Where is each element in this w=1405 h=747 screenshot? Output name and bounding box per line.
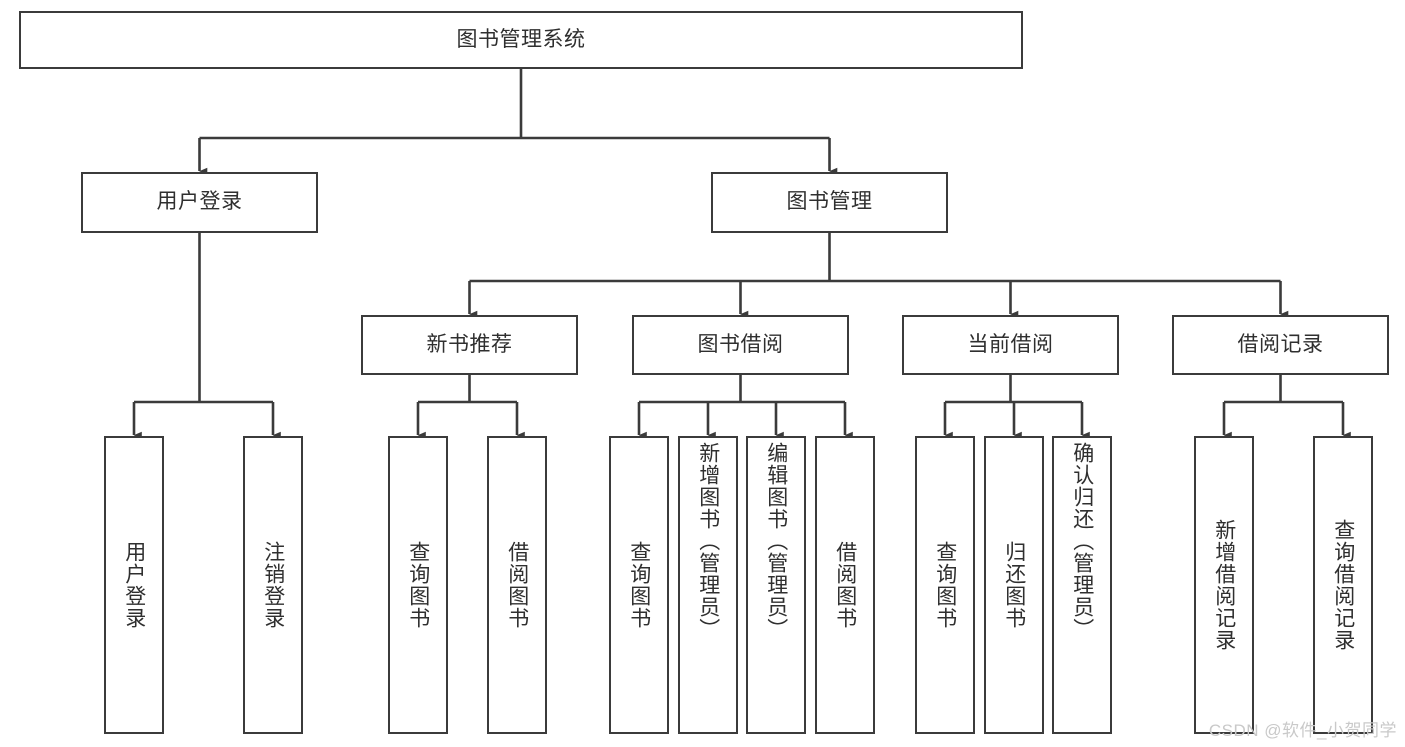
node-book-manage-label: 图书管理 [786,190,873,214]
node-current-borrow[interactable]: 当前借阅 [902,315,1119,375]
node-leaf-return-book-label: 归还图书 [1002,541,1026,629]
node-leaf-user-login-label: 用户登录 [122,541,146,629]
node-leaf-query-book-3[interactable]: 查询图书 [915,436,975,734]
node-leaf-logout-label: 注销登录 [261,541,285,629]
node-book-borrow[interactable]: 图书借阅 [632,315,849,375]
node-leaf-query-book-2[interactable]: 查询图书 [609,436,669,734]
node-new-book-recommend[interactable]: 新书推荐 [361,315,578,375]
node-leaf-confirm-return[interactable]: 确认归还（管理员） [1052,436,1112,734]
node-leaf-add-book[interactable]: 新增图书（管理员） [678,436,738,734]
node-leaf-query-book-3-label: 查询图书 [933,541,957,629]
node-book-borrow-label: 图书借阅 [697,332,784,356]
node-leaf-query-record[interactable]: 查询借阅记录 [1313,436,1373,734]
node-new-book-recommend-label: 新书推荐 [426,332,513,356]
node-book-manage[interactable]: 图书管理 [711,172,948,233]
node-current-borrow-label: 当前借阅 [967,332,1054,356]
node-leaf-query-book-2-label: 查询图书 [627,541,651,629]
node-leaf-borrow-book-2[interactable]: 借阅图书 [815,436,875,734]
node-leaf-add-book-label: 新增图书（管理员） [696,442,720,640]
node-leaf-query-book-1-label: 查询图书 [406,541,430,629]
node-user-login-label: 用户登录 [156,190,243,214]
node-user-login[interactable]: 用户登录 [81,172,318,233]
node-leaf-edit-book[interactable]: 编辑图书（管理员） [746,436,806,734]
node-root[interactable]: 图书管理系统 [19,11,1023,69]
node-leaf-return-book[interactable]: 归还图书 [984,436,1044,734]
node-leaf-confirm-return-label: 确认归还（管理员） [1070,442,1094,640]
node-leaf-logout[interactable]: 注销登录 [243,436,303,734]
node-leaf-user-login[interactable]: 用户登录 [104,436,164,734]
node-leaf-borrow-book-2-label: 借阅图书 [833,541,857,629]
node-borrow-record-label: 借阅记录 [1237,332,1324,356]
node-leaf-borrow-book-1-label: 借阅图书 [505,541,529,629]
node-leaf-query-book-1[interactable]: 查询图书 [388,436,448,734]
node-leaf-edit-book-label: 编辑图书（管理员） [764,442,788,640]
node-borrow-record[interactable]: 借阅记录 [1172,315,1389,375]
node-leaf-add-record-label: 新增借阅记录 [1212,519,1236,651]
node-leaf-borrow-book-1[interactable]: 借阅图书 [487,436,547,734]
node-root-label: 图书管理系统 [456,27,586,51]
watermark: CSDN @软件_小贺同学 [1208,721,1397,740]
node-leaf-query-record-label: 查询借阅记录 [1331,519,1355,651]
node-leaf-add-record[interactable]: 新增借阅记录 [1194,436,1254,734]
